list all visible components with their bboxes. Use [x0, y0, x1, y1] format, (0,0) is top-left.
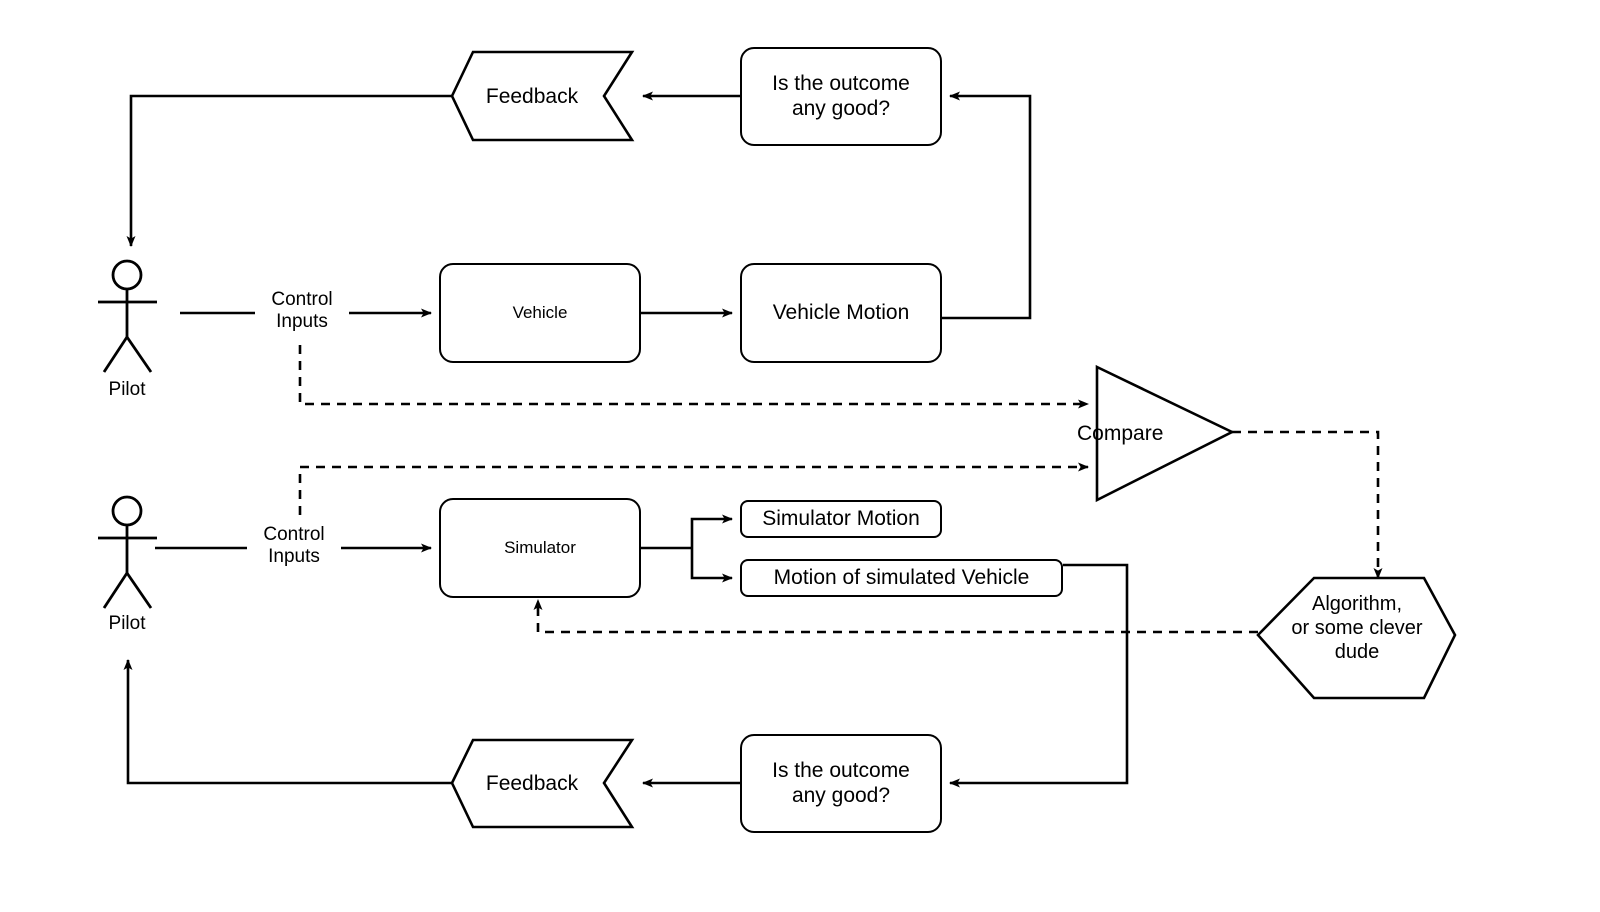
algorithm-label: Algorithm, or some clever dude [1291, 593, 1423, 663]
compare-triangle-shape [1095, 364, 1235, 503]
actor-pilot-top-label: Pilot [108, 379, 146, 400]
wire-simulator-to-motion-of-simulated-vehicle [690, 548, 733, 583]
wire-feedback-top-to-pilot-top [126, 94, 452, 247]
vehicle-motion-box[interactable]: Vehicle Motion [740, 263, 942, 363]
simulator-motion-box[interactable]: Simulator Motion [740, 500, 942, 538]
algorithm-hexagon-shape [1256, 576, 1457, 700]
question-box-bottom[interactable]: Is the outcome any good? [740, 734, 942, 833]
control-inputs-label-bottom: Control Inputs [247, 524, 341, 569]
wire-control-inputs-top-to-compare [298, 345, 1089, 409]
wire-feedback-bottom-to-pilot-bottom [123, 659, 452, 785]
feedback-chevron-top-shape [450, 50, 635, 142]
question-box-top[interactable]: Is the outcome any good? [740, 47, 942, 146]
vehicle-box[interactable]: Vehicle [439, 263, 641, 363]
motion-of-simulated-vehicle-box[interactable]: Motion of simulated Vehicle [740, 559, 1063, 597]
compare-label: Compare [1077, 422, 1164, 445]
wire-simulator-to-simulator-motion [690, 514, 733, 548]
wire-control-inputs-bottom-to-compare [298, 462, 1089, 515]
simulator-box[interactable]: Simulator [439, 498, 641, 598]
feedback-chevron-bottom-shape [450, 738, 635, 829]
wire-vehicle-motion-to-question-top [942, 91, 1032, 320]
wire-algorithm-to-simulator [533, 599, 1258, 634]
actor-pilot-bottom-figure [98, 495, 157, 609]
actor-pilot-bottom-label: Pilot [108, 613, 146, 634]
feedback-label-top: Feedback [485, 85, 579, 108]
wire-compare-to-algorithm [1232, 430, 1383, 579]
actor-pilot-top-figure [98, 259, 157, 373]
wire-motion-simulated-to-question-bottom [949, 563, 1129, 788]
control-inputs-label-top: Control Inputs [255, 289, 349, 334]
feedback-label-bottom: Feedback [485, 772, 579, 795]
